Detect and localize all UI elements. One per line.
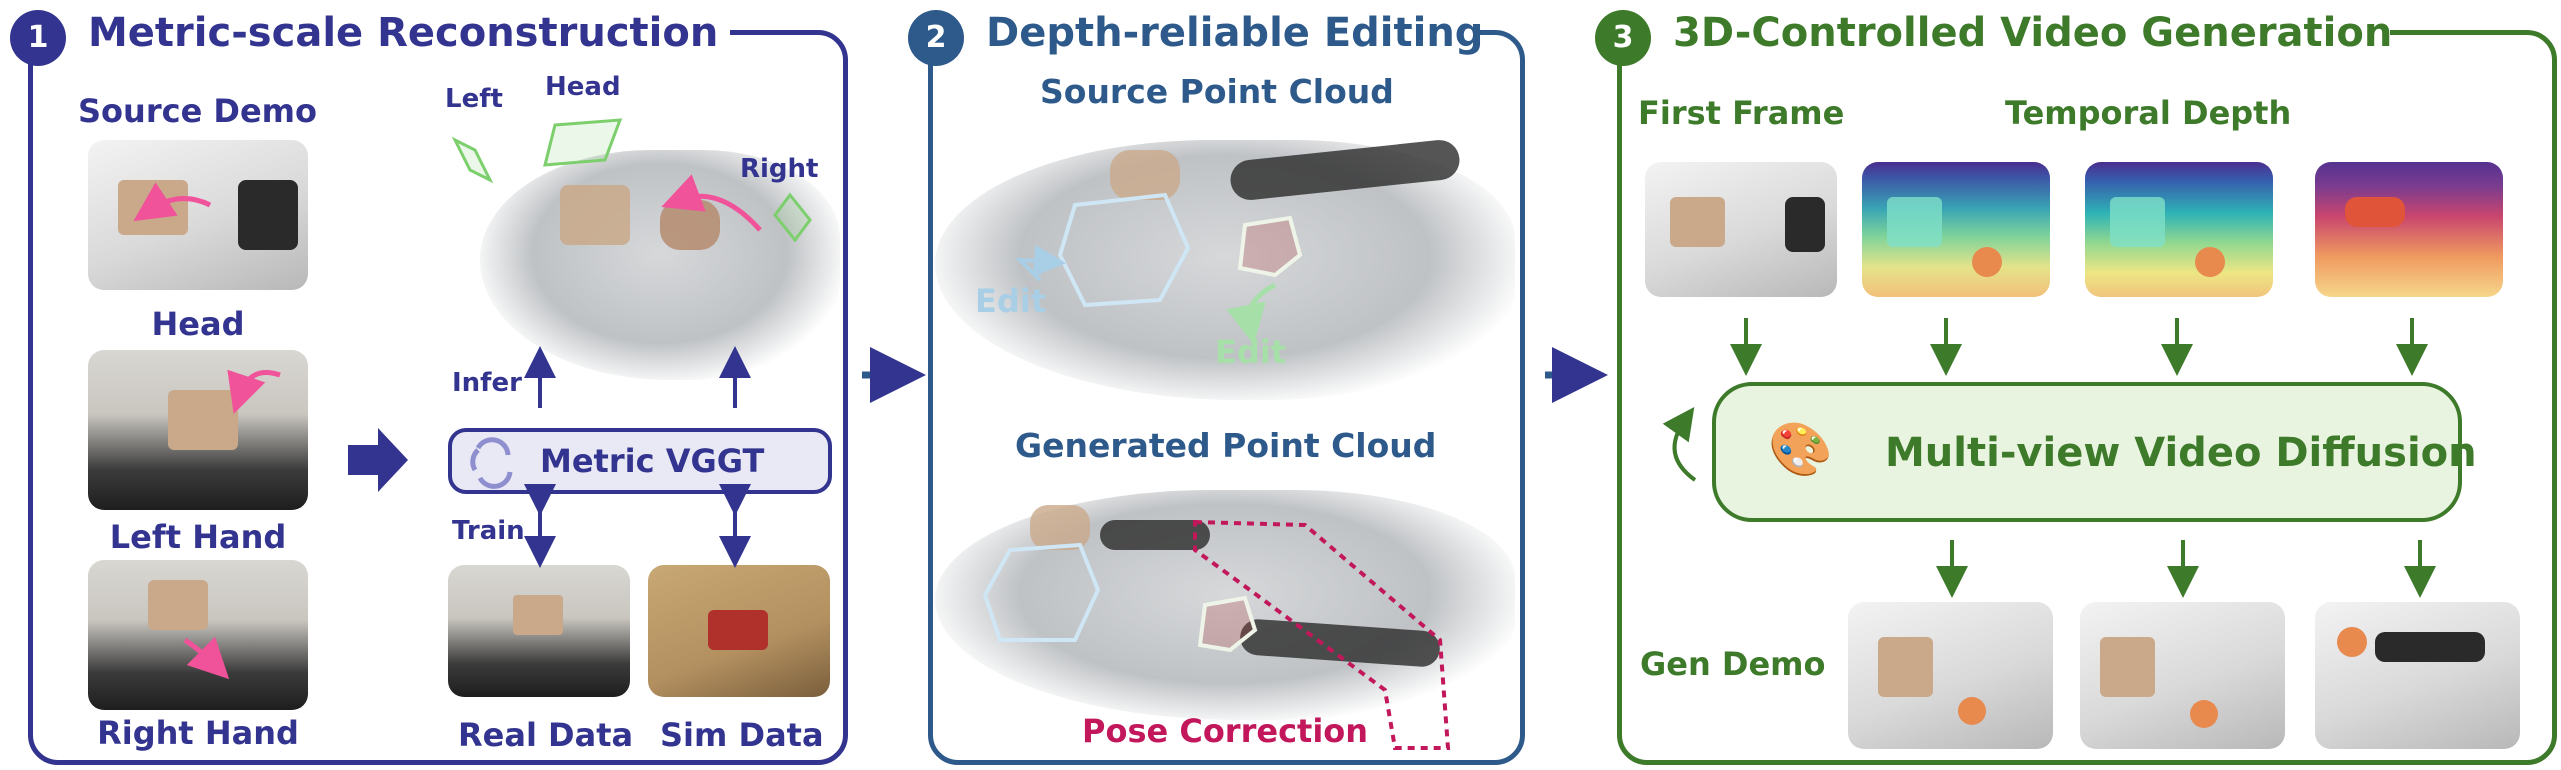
generated-outline-box bbox=[982, 542, 1101, 642]
gen-demo-frame-2 bbox=[2080, 602, 2285, 749]
gen-demo-frame-1 bbox=[1848, 602, 2053, 749]
pose-correction-label: Pose Correction bbox=[1082, 712, 1369, 750]
first-frame-image bbox=[1645, 162, 1837, 297]
camera-head-label: Head bbox=[545, 72, 621, 102]
panel3-title: 3D-Controlled Video Generation bbox=[1673, 10, 2393, 56]
palette-icon: 🎨 bbox=[1768, 420, 1833, 480]
source-right-hand-view bbox=[88, 560, 308, 710]
train-label: Train bbox=[452, 516, 525, 546]
multi-view-diffusion-box bbox=[1712, 382, 2462, 522]
step-number-3: 3 bbox=[1595, 10, 1651, 66]
panel2-title: Depth-reliable Editing bbox=[986, 10, 1484, 56]
depth-frame-1 bbox=[1862, 162, 2050, 297]
generated-outline-cup bbox=[1197, 595, 1258, 653]
panel1-title: Metric-scale Reconstruction bbox=[88, 10, 719, 56]
camera-frustum-icon bbox=[451, 118, 812, 243]
step-number-1: 1 bbox=[10, 10, 66, 66]
cycle-icon bbox=[470, 437, 513, 489]
camera-left-label: Left bbox=[445, 84, 503, 114]
edit-outline-box bbox=[1057, 192, 1191, 308]
trajectory-arrow-head bbox=[133, 182, 212, 222]
edit-arrow-2 bbox=[1226, 282, 1277, 345]
step-number-2: 2 bbox=[908, 10, 964, 66]
sim-data-label: Sim Data bbox=[660, 716, 824, 754]
generated-point-cloud-label: Generated Point Cloud bbox=[1015, 426, 1437, 465]
trajectory-arrow-cloud bbox=[661, 174, 762, 232]
depth-frame-2 bbox=[2085, 162, 2273, 297]
big-arrow-right bbox=[348, 428, 408, 492]
loop-arrow bbox=[1662, 406, 1697, 482]
head-label: Head bbox=[151, 305, 245, 343]
sim-data-image bbox=[648, 565, 830, 697]
edit-label-1: Edit bbox=[975, 282, 1047, 320]
trajectory-arrow-left bbox=[227, 369, 281, 414]
trajectory-arrow-right bbox=[183, 636, 230, 680]
source-demo-label: Source Demo bbox=[78, 92, 317, 130]
gen-demo-frame-3 bbox=[2315, 602, 2520, 749]
edit-outline-cup bbox=[1237, 215, 1303, 278]
temporal-depth-label: Temporal Depth bbox=[2005, 94, 2292, 132]
multi-view-diffusion-label: Multi-view Video Diffusion bbox=[1885, 430, 2477, 476]
gen-demo-label: Gen Demo bbox=[1640, 645, 1826, 683]
camera-right-label: Right bbox=[740, 154, 819, 184]
edit-arrow-1 bbox=[1014, 244, 1066, 282]
right-hand-label: Right Hand bbox=[97, 714, 299, 752]
depth-frame-3 bbox=[2315, 162, 2503, 297]
metric-vggt-label: Metric VGGT bbox=[540, 442, 765, 480]
real-data-label: Real Data bbox=[458, 716, 634, 754]
pose-correction-outline bbox=[1193, 519, 1451, 750]
real-data-image bbox=[448, 565, 630, 697]
left-hand-label: Left Hand bbox=[109, 518, 287, 556]
first-frame-label: First Frame bbox=[1638, 94, 1845, 132]
infer-label: Infer bbox=[452, 368, 522, 398]
reconstruction-point-cloud bbox=[480, 150, 840, 380]
source-left-hand-view bbox=[88, 350, 308, 510]
source-point-cloud-label: Source Point Cloud bbox=[1040, 72, 1394, 111]
metric-vggt-box bbox=[448, 428, 832, 494]
